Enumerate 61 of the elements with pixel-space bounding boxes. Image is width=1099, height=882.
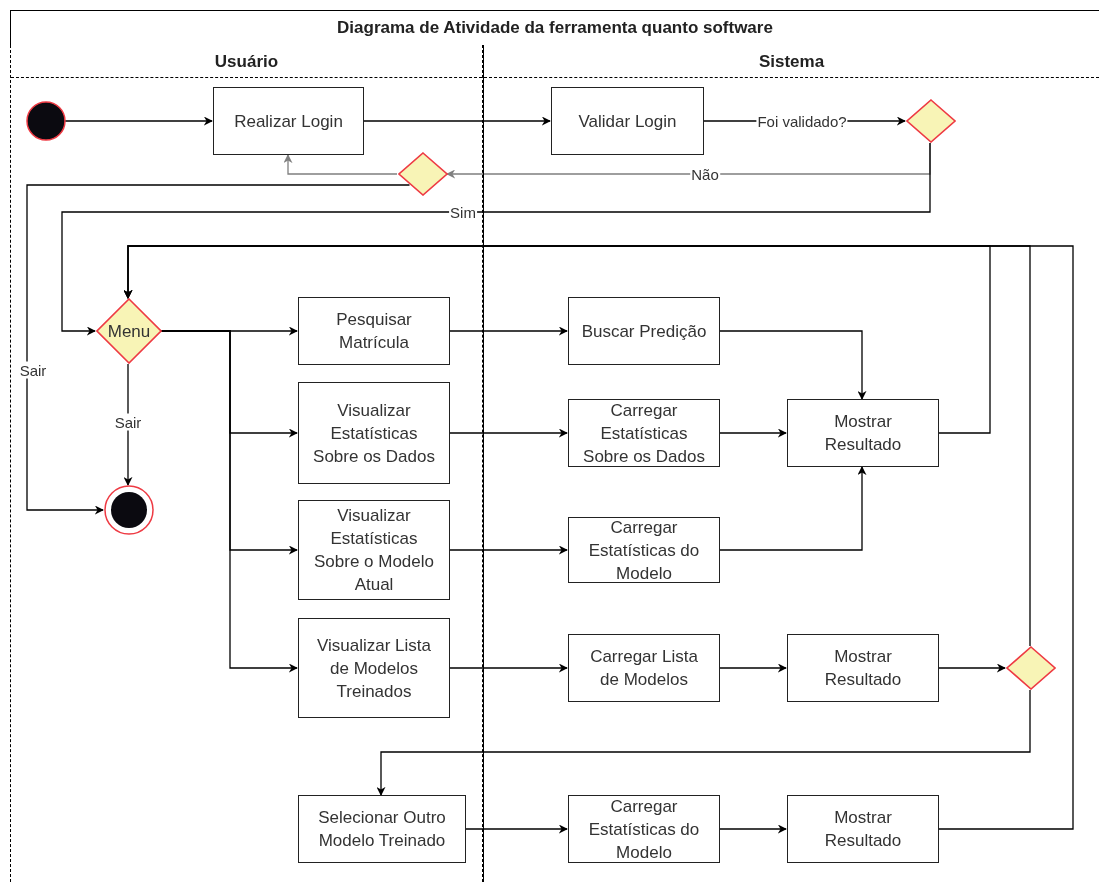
activity-box: [298, 618, 450, 718]
node-label: Pesquisar Matrícula: [335, 309, 413, 354]
activity-box: [568, 297, 720, 365]
activity-box: [568, 517, 720, 583]
node-label: Menu: [107, 320, 151, 343]
decision-diamond: [906, 99, 956, 143]
initial-node: [26, 101, 66, 141]
arrow: [123, 245, 1074, 830]
arrow: [937, 663, 1006, 673]
node-label: Realizar Login: [234, 110, 343, 133]
activity-box: [787, 634, 939, 702]
arrow: [448, 326, 568, 336]
arrow: [362, 116, 551, 126]
lane-heading: Sistema: [758, 50, 825, 73]
diagram-title: Diagrama de Atividade da ferramenta quanto software: [337, 17, 773, 40]
arrow: [448, 545, 568, 555]
activity-box: [298, 297, 450, 365]
activity-box: [298, 382, 450, 484]
node-label: Carregar Estatísticas do Modelo: [587, 516, 701, 585]
node-label: Carregar Estatísticas Sobre os Dados: [582, 399, 706, 468]
activity-box: [298, 795, 466, 863]
swimlane: [10, 45, 483, 882]
node-label: Validar Login: [578, 110, 677, 133]
arrow: [718, 466, 867, 551]
lane-heading: Usuário: [214, 50, 279, 73]
activity-box: [568, 795, 720, 863]
node-label: Carregar Lista de Modelos: [589, 646, 699, 691]
arrow: [448, 428, 568, 438]
decision-diamond: [1006, 646, 1056, 690]
arrow: [718, 663, 787, 673]
decision-diamond: [96, 298, 162, 364]
arrow: [376, 689, 1031, 796]
decision-diamond: [398, 152, 448, 196]
arrow: [61, 142, 931, 336]
node-label: Mostrar Resultado: [823, 807, 903, 852]
activity-box: [787, 795, 939, 863]
node-label: Selecionar Outro Modelo Treinado: [317, 807, 447, 852]
arrow: [718, 330, 867, 400]
activity-box: [568, 399, 720, 467]
activity-box: [568, 634, 720, 702]
node-label: Mostrar Resultado: [823, 646, 903, 691]
edge-label: Sair: [113, 413, 143, 431]
edge-label: Sair: [18, 361, 48, 379]
arrow: [718, 428, 787, 438]
node-label: Visualizar Lista de Modelos Treinados: [316, 634, 432, 703]
arrow: [464, 824, 568, 834]
node-label: Mostrar Resultado: [823, 411, 903, 456]
node-label: Visualizar Estatísticas Sobre o Modelo Atual: [313, 505, 435, 596]
final-node: [104, 485, 154, 535]
activity-box: [213, 87, 364, 155]
activity-box: [298, 500, 450, 600]
node-label: Buscar Predição: [581, 320, 707, 343]
node-label: Carregar Estatísticas do Modelo: [587, 795, 701, 864]
arrow: [448, 663, 568, 673]
activity-box: [551, 87, 704, 155]
arrow: [718, 824, 787, 834]
arrow: [283, 154, 398, 175]
swimlane: [483, 45, 1099, 882]
node-label: Visualizar Estatísticas Sobre os Dados: [312, 399, 436, 468]
arrow: [26, 184, 411, 515]
activity-box: [787, 399, 939, 467]
